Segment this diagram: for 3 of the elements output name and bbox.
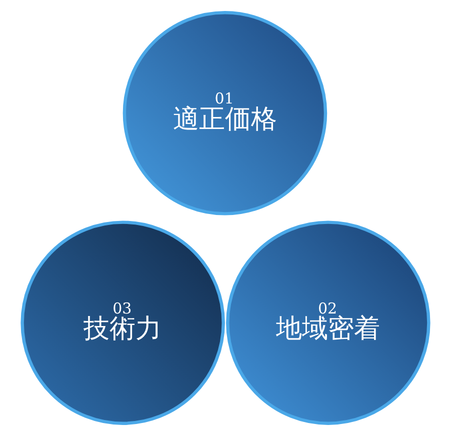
node-circle: 03 技術力 <box>20 220 225 425</box>
node-circle: 01 適正価格 <box>122 11 328 216</box>
node-circle: 02 地域密着 <box>226 220 430 425</box>
